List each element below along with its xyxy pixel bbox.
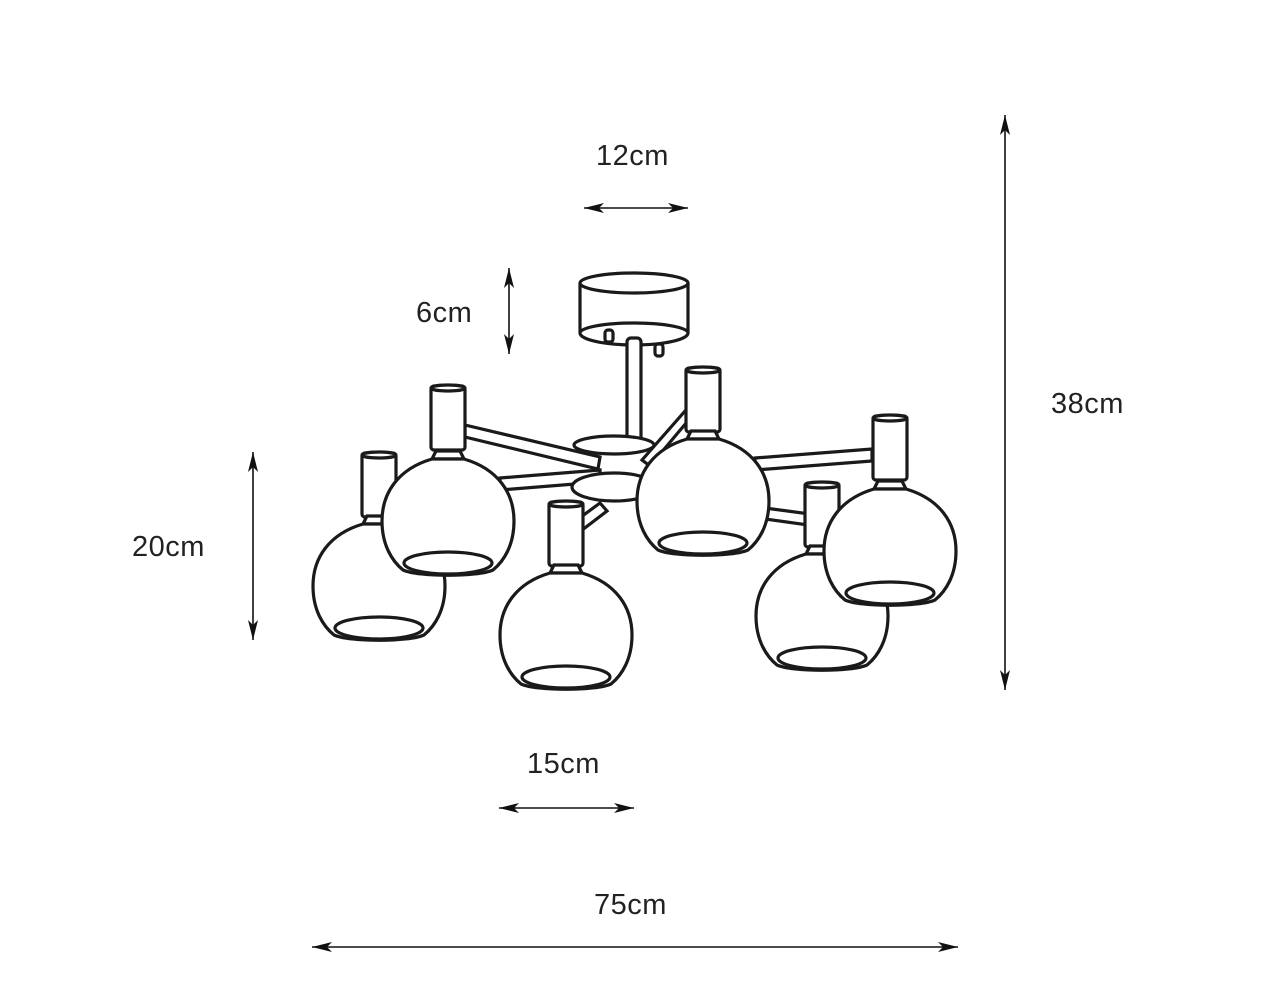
label-shade-width: 15cm	[527, 748, 600, 780]
label-total-width: 75cm	[594, 889, 667, 921]
shade-front-left	[380, 383, 516, 577]
label-canopy-width: 12cm	[596, 140, 669, 172]
center-rod	[625, 336, 643, 450]
shade-center-front	[498, 499, 634, 691]
shade-front-right	[822, 413, 958, 607]
label-shade-height: 20cm	[132, 531, 205, 563]
label-canopy-height: 6cm	[416, 297, 473, 329]
shade-center-back	[635, 365, 771, 557]
center-hub	[570, 434, 658, 503]
label-total-height: 38cm	[1051, 388, 1124, 420]
ceiling-canopy	[578, 271, 690, 358]
